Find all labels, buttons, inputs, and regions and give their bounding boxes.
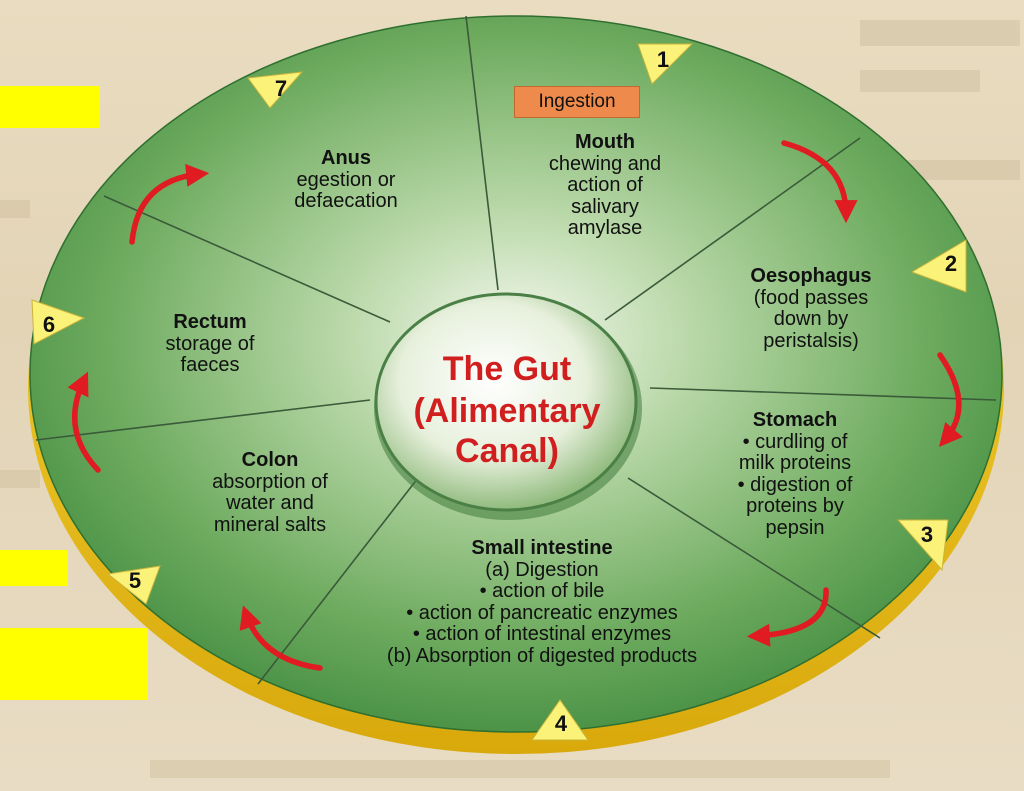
segment-rectum: Rectum storage of faeces: [120, 311, 300, 377]
stomach-line-3: • digestion of: [737, 473, 853, 496]
segment-mouth: Mouth chewing and action of salivary amy…: [510, 131, 700, 240]
mouth-line-3: salivary: [571, 195, 639, 218]
colon-line-3: mineral salts: [213, 513, 327, 536]
step-number-3: 3: [920, 522, 934, 547]
small-intestine-title: Small intestine: [471, 537, 613, 559]
colon-line-1: absorption of: [212, 470, 328, 493]
arrow-small-to-colon: [239, 605, 323, 671]
segment-stomach: Stomach • curdling of milk proteins • di…: [700, 409, 890, 540]
stomach-title: Stomach: [752, 409, 838, 431]
anus-title: Anus: [321, 147, 371, 169]
small-intestine-line-2: • action of bile: [479, 580, 605, 603]
highlight-box-bottom: [0, 628, 148, 700]
small-intestine-line-4: • action of intestinal enzymes: [412, 623, 672, 646]
colon-line-2: water and: [226, 492, 314, 515]
mouth-line-4: amylase: [567, 217, 643, 240]
step-number-2: 2: [944, 251, 958, 276]
center-title-line2: (Alimentary: [413, 392, 600, 430]
mouth-title: Mouth: [575, 131, 635, 153]
small-intestine-line-5: (b) Absorption of digested products: [386, 644, 698, 667]
oesophagus-line-1: (food passes: [753, 286, 869, 309]
step-number-5: 5: [128, 568, 142, 593]
rectum-line-2: faeces: [180, 354, 240, 377]
colon-title: Colon: [241, 449, 299, 471]
hub: [374, 292, 638, 512]
step-number-7: 7: [274, 76, 288, 101]
step-number-4: 4: [554, 711, 568, 736]
stomach-line-2: milk proteins: [738, 452, 852, 475]
ingestion-tag: Ingestion: [514, 86, 640, 118]
anus-line-2: defaecation: [294, 190, 398, 213]
center-title-line3: Canal): [455, 432, 559, 470]
rectum-title: Rectum: [173, 311, 247, 333]
arrow-colon-to-rectum: [67, 371, 101, 473]
step-number-1: 1: [656, 47, 670, 72]
small-intestine-line-3: • action of pancreatic enzymes: [406, 601, 678, 624]
cycle-arrows: [67, 140, 963, 671]
center-title-line1: The Gut: [443, 350, 571, 388]
step-number-6: 6: [42, 312, 56, 337]
segment-anus: Anus egestion or defaecation: [256, 147, 436, 213]
number-markers: [31, 43, 967, 741]
mouth-line-1: chewing and: [548, 152, 662, 175]
arrow-stomach-to-small: [746, 587, 829, 647]
arrow-mouth-to-oesophagus: [781, 140, 858, 224]
segment-colon: Colon absorption of water and mineral sa…: [170, 449, 370, 536]
stomach-line-1: • curdling of: [742, 430, 848, 453]
highlight-box-middle: [0, 550, 68, 586]
arrow-rectum-to-anus: [129, 163, 210, 245]
stomach-line-5: pepsin: [765, 516, 825, 539]
oesophagus-title: Oesophagus: [750, 265, 872, 287]
oesophagus-line-2: down by: [773, 308, 849, 331]
oesophagus-line-3: peristalsis): [763, 329, 859, 352]
center-title: The Gut (Alimentary Canal): [413, 350, 600, 470]
segment-oesophagus: Oesophagus (food passes down by peristal…: [716, 265, 906, 352]
anus-line-1: egestion or: [296, 168, 396, 191]
small-intestine-line-1: (a) Digestion: [485, 558, 599, 581]
mouth-line-2: action of: [567, 174, 643, 197]
segment-dividers: [35, 15, 997, 685]
rectum-line-1: storage of: [165, 332, 255, 355]
stomach-line-4: proteins by: [746, 495, 844, 518]
arrow-oesophagus-to-stomach: [937, 352, 963, 448]
highlight-box-top: [0, 86, 100, 128]
segment-small-intestine: Small intestine (a) Digestion • action o…: [312, 537, 772, 668]
